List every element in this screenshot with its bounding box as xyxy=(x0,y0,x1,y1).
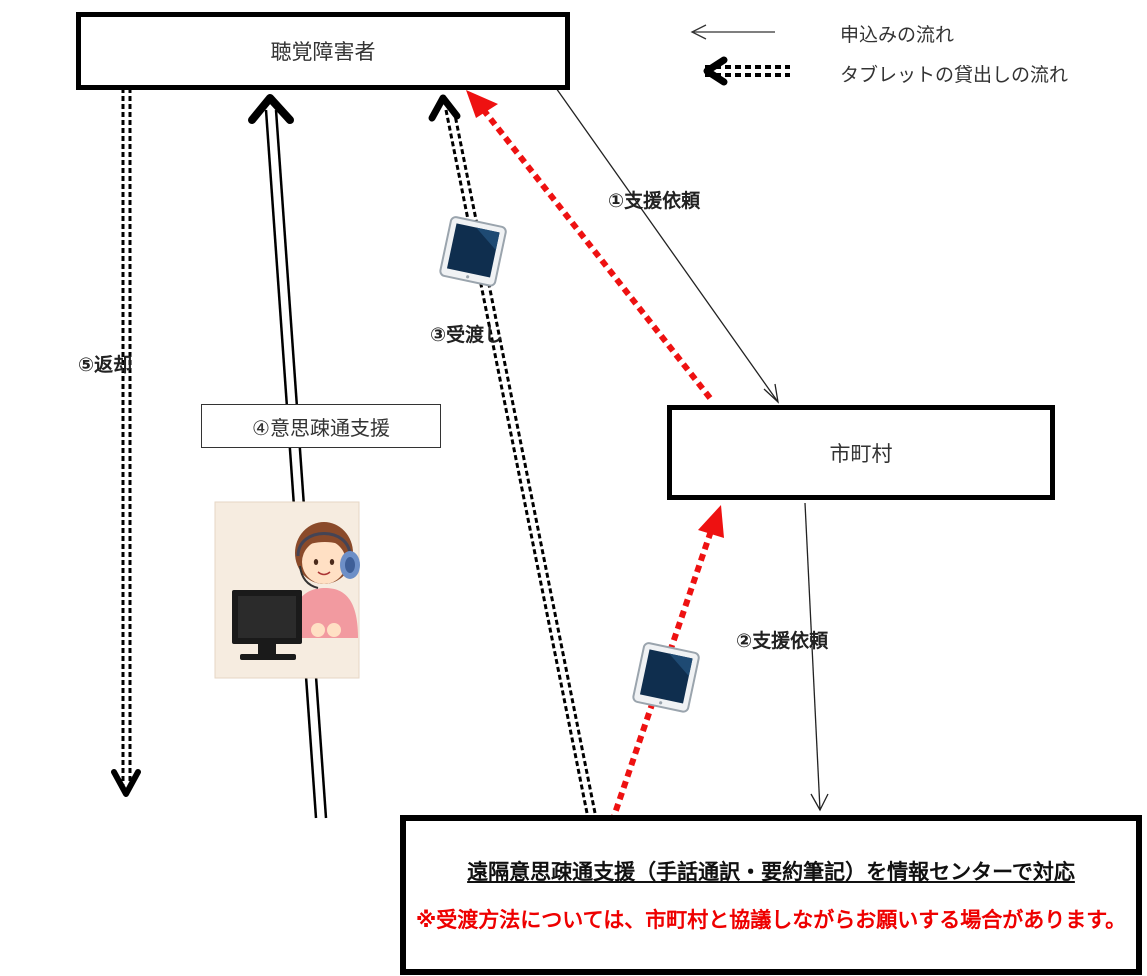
legend-thin-arrow-icon xyxy=(690,24,775,40)
step1-label: ①支援依頼 xyxy=(608,190,701,212)
center-description: 遠隔意思疎通支援（手話通訳・要約筆記）を情報センターで対応 xyxy=(467,860,1075,884)
node-municipality: 市町村 xyxy=(667,405,1055,500)
step3-label: ③受渡し xyxy=(430,324,504,346)
arrow-step3-handover xyxy=(428,94,598,819)
step5-label: ⑤返却 xyxy=(78,354,133,376)
tablet-icon xyxy=(632,642,700,713)
red-arrow-center-to-municipality xyxy=(609,505,724,823)
red-arrow-municipality-to-user xyxy=(466,90,713,400)
tablet-icon xyxy=(439,216,507,287)
legend-dashed-arrow-icon xyxy=(703,56,790,86)
step2-label: ②支援依頼 xyxy=(736,630,829,652)
center-notice: ※受渡方法については、市町村と協議しながらお願いする場合があります。 xyxy=(415,908,1127,932)
operator-with-headset-illustration xyxy=(214,501,360,679)
legend-tablet-flow-label: タブレットの貸出しの流れ xyxy=(840,64,1069,86)
arrow-step5-return xyxy=(111,88,141,797)
step4-label: ④意思疎通支援 xyxy=(252,415,390,440)
legend-application-flow-label: 申込みの流れ xyxy=(840,24,955,46)
step4-label-box: ④意思疎通支援 xyxy=(201,404,441,448)
arrow-step2 xyxy=(804,502,829,812)
arrow-step1 xyxy=(555,87,779,404)
node-municipality-label: 市町村 xyxy=(829,441,893,466)
node-information-center: 遠隔意思疎通支援（手話通訳・要約筆記）を情報センターで対応 ※受渡方法については… xyxy=(400,815,1142,975)
node-hearing-impaired-label: 聴覚障害者 xyxy=(270,40,376,64)
arrow-step4-support xyxy=(248,94,328,819)
node-hearing-impaired: 聴覚障害者 xyxy=(76,12,570,90)
